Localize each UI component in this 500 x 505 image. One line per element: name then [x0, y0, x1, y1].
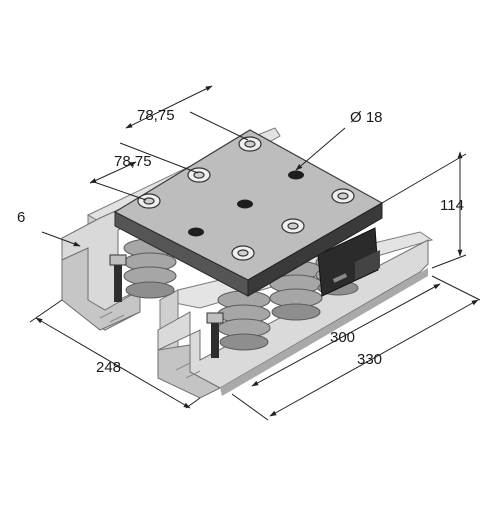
dim-width: 248: [96, 359, 121, 376]
dim-height: 114: [440, 197, 464, 214]
hole-1: [288, 170, 304, 180]
dim-outer-length: 330: [357, 351, 382, 368]
dim-bottom-spacing: 78,75: [114, 153, 152, 170]
bolt-4: [331, 188, 355, 204]
leveling-screws: [109, 254, 224, 358]
hole-2: [237, 199, 253, 209]
hole-3: [188, 227, 204, 237]
bolt-5: [281, 218, 305, 234]
bolt-1: [238, 136, 262, 152]
dim-inner-length: 300: [330, 329, 355, 346]
dimension-lines: [29, 85, 481, 421]
bolt-3: [137, 193, 161, 209]
dim-bolt-diameter: Ø 18: [350, 109, 383, 126]
dim-top-spacing: 78,75: [137, 107, 175, 124]
spring-2: [217, 290, 271, 351]
screw-left: [109, 254, 127, 302]
plate-holes: [188, 170, 304, 237]
screw-right: [206, 312, 224, 358]
damper-box: [317, 227, 380, 297]
bolt-6: [231, 245, 255, 261]
dim-rail-thickness: 6: [17, 209, 25, 226]
